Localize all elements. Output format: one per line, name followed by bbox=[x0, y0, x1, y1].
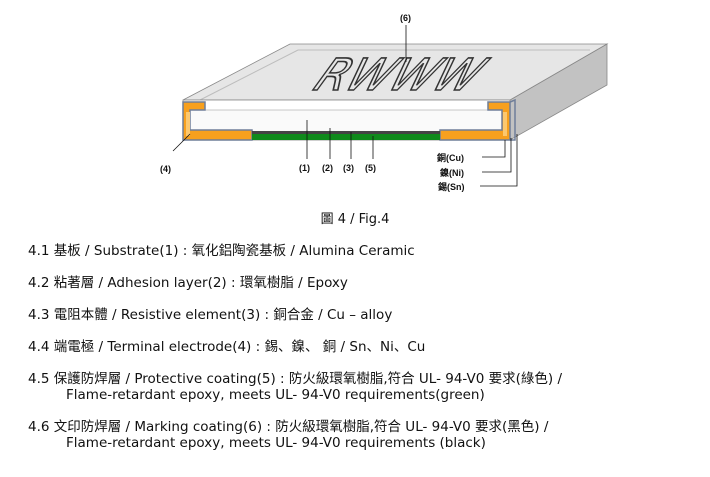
item-text-continued: Flame-retardant epoxy, meets UL- 94-V0 r… bbox=[66, 387, 485, 403]
list-item: 4.3 電阻本體 / Resistive element(3) : 銅合金 / … bbox=[28, 307, 698, 323]
right-terminal-electrode bbox=[439, 101, 511, 141]
substrate-layer bbox=[189, 109, 503, 133]
list-item: 4.1 基板 / Substrate(1) : 氧化鋁陶瓷基板 / Alumin… bbox=[28, 243, 698, 259]
callout-adhesion: (2) bbox=[322, 163, 333, 173]
list-item: 4.4 端電極 / Terminal electrode(4) : 錫、鎳、 銅… bbox=[28, 339, 698, 355]
component-list: 4.1 基板 / Substrate(1) : 氧化鋁陶瓷基板 / Alumin… bbox=[28, 243, 698, 467]
item-text: 4.4 端電極 / Terminal electrode(4) : 錫、鎳、 銅… bbox=[28, 339, 426, 355]
callout-leaders bbox=[172, 25, 518, 187]
resistor-cross-section-diagram: RWWW (6) (4) (1) (2) (3) (5) 銅(Cu) 鎳(Ni)… bbox=[160, 13, 609, 192]
list-item: 4.6 文印防焊層 / Marking coating(6) : 防火級環氧樹脂… bbox=[28, 419, 698, 451]
plating-label-sn: 錫(Sn) bbox=[438, 181, 465, 192]
plating-label-cu: 銅(Cu) bbox=[437, 152, 464, 163]
callout-protective: (5) bbox=[365, 163, 376, 173]
protective-coating bbox=[252, 134, 440, 140]
item-text: 4.2 粘著層 / Adhesion layer(2) : 環氧樹脂 / Epo… bbox=[28, 275, 348, 291]
callout-terminal: (4) bbox=[160, 164, 171, 174]
item-text: 4.5 保護防焊層 / Protective coating(5) : 防火級環… bbox=[28, 371, 562, 387]
callout-resistive: (3) bbox=[343, 163, 354, 173]
list-item: 4.2 粘著層 / Adhesion layer(2) : 環氧樹脂 / Epo… bbox=[28, 275, 698, 291]
item-text: 4.6 文印防焊層 / Marking coating(6) : 防火級環氧樹脂… bbox=[28, 419, 549, 435]
marking-text: RWWW bbox=[306, 50, 496, 101]
plating-label-ni: 鎳(Ni) bbox=[440, 167, 464, 178]
item-text: 4.1 基板 / Substrate(1) : 氧化鋁陶瓷基板 / Alumin… bbox=[28, 243, 415, 259]
list-item: 4.5 保護防焊層 / Protective coating(5) : 防火級環… bbox=[28, 371, 698, 403]
callout-marking: (6) bbox=[400, 13, 411, 23]
item-text-continued: Flame-retardant epoxy, meets UL- 94-V0 r… bbox=[66, 435, 486, 451]
item-text: 4.3 電阻本體 / Resistive element(3) : 銅合金 / … bbox=[28, 307, 393, 323]
figure-caption: 圖 4 / Fig.4 bbox=[320, 212, 390, 227]
callout-substrate: (1) bbox=[299, 163, 310, 173]
resistive-element bbox=[252, 131, 440, 134]
